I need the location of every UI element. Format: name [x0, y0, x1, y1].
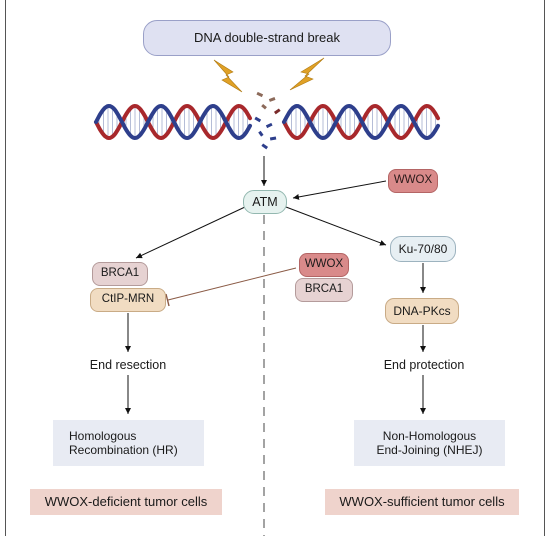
inhibition-line	[167, 267, 297, 301]
dna-helix-left	[94, 103, 252, 141]
wwox-node-complex: WWOX	[299, 253, 349, 277]
wwox-sufficient-label: WWOX-sufficient tumor cells	[325, 489, 519, 515]
hr-line-1: Homologous	[69, 428, 137, 443]
dna-pkcs-node: DNA-PKcs	[385, 298, 459, 324]
atm-node: ATM	[243, 190, 287, 214]
inhibition-bar	[165, 293, 170, 307]
nhej-line-1: Non-Homologous	[382, 428, 477, 443]
nhej-box: Non-Homologous End-Joining (NHEJ)	[354, 420, 505, 466]
ku-70-80-node: Ku-70/80	[390, 236, 456, 262]
ctip-mrn-node: CtIP-MRN	[90, 288, 166, 312]
arrow-wwox-to-atm	[292, 180, 387, 200]
wwox-deficient-label: WWOX-deficient tumor cells	[30, 489, 222, 515]
homologous-recombination-box: Homologous Recombination (HR)	[53, 420, 204, 466]
end-protection-label: End protection	[383, 357, 465, 372]
brca1-node-complex: BRCA1	[295, 278, 353, 302]
dna-helix-right	[282, 103, 440, 141]
lightning-bolt-icon	[289, 57, 325, 91]
wwox-node-top: WWOX	[388, 169, 438, 193]
dna-strand	[282, 103, 440, 141]
lightning-bolt-icon	[213, 59, 243, 93]
arrow-atm-to-ku	[285, 206, 387, 246]
nhej-line-2: End-Joining (NHEJ)	[376, 443, 483, 457]
dna-strand	[94, 103, 252, 141]
hr-line-2: Recombination (HR)	[69, 443, 178, 457]
brca1-node-hr: BRCA1	[92, 262, 148, 286]
diagram-frame	[5, 0, 545, 536]
end-resection-label: End resection	[89, 357, 167, 372]
dna-double-strand-break-box: DNA double-strand break	[143, 20, 391, 56]
arrow-atm-to-brca1	[135, 206, 246, 259]
dna-fragments	[254, 91, 281, 150]
